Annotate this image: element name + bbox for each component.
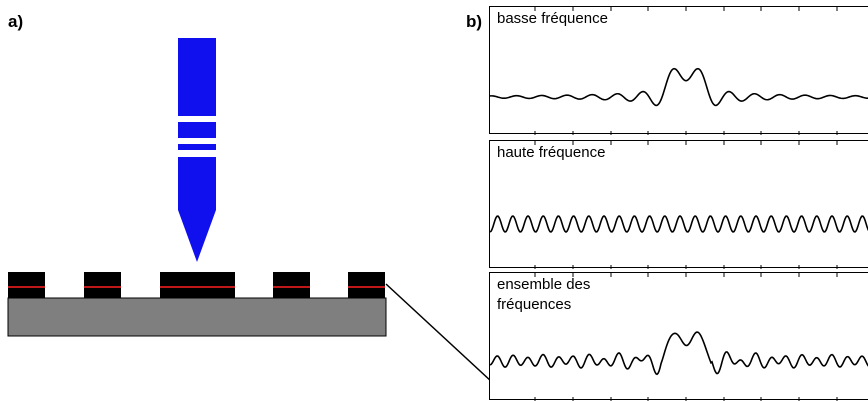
probe-band xyxy=(178,122,216,138)
panel-a-label: a) xyxy=(8,12,24,31)
probe-thin-band xyxy=(178,144,216,150)
signal-curve-combined xyxy=(490,331,868,376)
plot-high-frequency: haute fréquence xyxy=(489,140,868,269)
panel-a-illustration xyxy=(7,38,493,382)
signal-curve-high-frequency xyxy=(490,215,868,233)
signal-low-frequency xyxy=(490,7,868,135)
plot-title-low-frequency: basse fréquence xyxy=(497,10,608,27)
probe-tip xyxy=(178,157,216,262)
plot-combined: ensemble des fréquences xyxy=(489,272,868,401)
pattern-block xyxy=(348,272,385,298)
plot-low-frequency: basse fréquence xyxy=(489,6,868,135)
pattern-block xyxy=(273,272,310,298)
pattern-block xyxy=(8,272,45,298)
plot-title-high-frequency: haute fréquence xyxy=(497,144,606,161)
panel-b-label: b) xyxy=(466,12,483,31)
pattern-blocks xyxy=(8,272,385,298)
probe-upper-body xyxy=(178,38,216,116)
substrate xyxy=(7,297,387,337)
pattern-block xyxy=(160,272,235,298)
signal-high-frequency xyxy=(490,141,868,269)
signal-curve-low-frequency xyxy=(490,67,868,107)
plot-title-combined: ensemble des fréquences xyxy=(497,276,591,313)
zoom-connector-line xyxy=(385,283,493,382)
pattern-block xyxy=(84,272,121,298)
probe-icon xyxy=(178,38,216,262)
